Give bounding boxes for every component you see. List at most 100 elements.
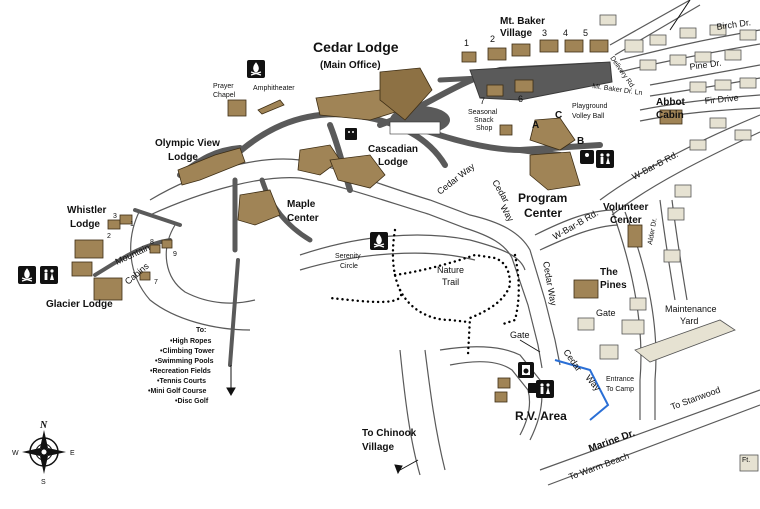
playground-l1: Playground <box>572 103 608 110</box>
to-item-5: •Tennis Courts <box>157 378 206 385</box>
cabin-num-7: 7 <box>154 279 158 286</box>
rv-area-label: R.V. Area <box>515 409 567 423</box>
mt-baker-num-4: 4 <box>563 28 568 38</box>
maple-l2: Center <box>287 213 319 224</box>
whistler-num-3: 3 <box>113 213 117 220</box>
restroom-icon <box>596 150 614 168</box>
campfire-icon <box>370 232 388 250</box>
abbot-l1: Abbot <box>656 97 686 108</box>
whistler-l2: Lodge <box>70 219 100 230</box>
program-l1: Program <box>518 191 567 205</box>
road-network <box>130 0 760 486</box>
fir-drive-label: Fir Drive <box>704 92 739 105</box>
snack-l1: Seasonal <box>468 109 498 116</box>
snack-l2: Snack <box>474 117 494 124</box>
serenity-l1: Serenity <box>335 253 361 260</box>
cedar-way-label-2b: Way <box>498 203 516 224</box>
abbot-l2: Cabin <box>656 110 684 121</box>
program-l2: Center <box>524 206 562 220</box>
program-letter-b: B <box>577 136 584 147</box>
maintenance-l1: Maintenance <box>665 304 717 314</box>
to-item-4: •Recreation Fields <box>150 368 211 375</box>
gate-label-1: Gate <box>510 330 530 340</box>
whistler-num-2: 2 <box>107 233 111 240</box>
to-item-6: •Mini Golf Course <box>148 388 207 395</box>
whistler-num-1: 1 <box>130 221 134 228</box>
serenity-l2: Circle <box>340 263 358 270</box>
restroom-icon <box>536 380 554 398</box>
cabin-num-8: 8 <box>150 239 154 246</box>
gate-label-2: Gate <box>596 308 616 318</box>
to-warm-beach: To Warm Beach <box>567 451 630 482</box>
laundry-icon <box>518 362 534 378</box>
direction-arrows <box>226 0 691 475</box>
to-stanwood: To Stanwood <box>669 385 721 412</box>
to-chinook-l1: To Chinook <box>362 428 417 439</box>
cedar-way-label-3: Cedar Way <box>541 261 559 307</box>
pines-l2: Pines <box>600 280 627 291</box>
mt-baker-num-6: 6 <box>518 94 523 104</box>
restroom-icon <box>40 266 58 284</box>
nature-trail-path <box>328 228 520 357</box>
campfire-icon <box>18 266 36 284</box>
pine-dr-label: Pine Dr. <box>689 58 722 72</box>
nature-l1: Nature <box>437 265 464 275</box>
campfire-icon <box>247 60 265 78</box>
program-letter-c: C <box>555 110 562 121</box>
mt-baker-num-3: 3 <box>542 28 547 38</box>
to-item-3: •Swimming Pools <box>155 358 214 365</box>
nature-l2: Trail <box>442 277 459 287</box>
mt-baker-num-2: 2 <box>490 34 495 44</box>
maintenance-l2: Yard <box>680 316 698 326</box>
snack-l3: Shop <box>476 125 492 132</box>
whistler-l1: Whistler <box>67 205 107 216</box>
volunteer-l1: Volunteer <box>603 202 648 213</box>
prayer-chapel-l2: Chapel <box>213 92 236 99</box>
cascadian-l2: Lodge <box>378 157 408 168</box>
cedar-lodge-subtitle: (Main Office) <box>320 60 381 71</box>
to-chinook-l2: Village <box>362 442 394 453</box>
glacier-lodge: Glacier Lodge <box>46 299 113 310</box>
mt-baker-village-l1: Mt. Baker <box>500 16 545 27</box>
buildings <box>71 14 759 472</box>
entrance-l2: To Camp <box>606 386 634 393</box>
cedar-lodge-title: Cedar Lodge <box>313 39 399 55</box>
maple-l1: Maple <box>287 199 316 210</box>
pines-l1: The <box>600 267 618 278</box>
cabin-num-9: 9 <box>173 251 177 258</box>
program-letter-a: A <box>532 120 539 131</box>
amphitheater-label: Amphitheater <box>253 85 295 92</box>
to-header: To: <box>196 327 206 334</box>
restroom-icon <box>345 128 357 140</box>
to-item-1: •High Ropes <box>170 338 211 345</box>
compass-south: S <box>41 479 46 486</box>
restroom-icon <box>580 150 594 164</box>
mt-baker-num-5: 5 <box>583 28 588 38</box>
volunteer-l2: Center <box>610 215 642 226</box>
compass-west: W <box>12 450 19 457</box>
cedar-way-label-1: Cedar Way <box>435 161 477 197</box>
mt-baker-num-1: 1 <box>464 38 469 48</box>
birch-dr-label: Birch Dr. <box>716 17 752 32</box>
mt-baker-num-7: 7 <box>480 96 485 106</box>
entrance-l1: Entrance <box>606 376 634 383</box>
compass-rose <box>22 430 66 474</box>
cedar-way-label-4: Cedar <box>561 347 583 373</box>
prayer-chapel-l1: Prayer <box>213 83 234 90</box>
olympic-view-l1: Olympic View <box>155 138 220 149</box>
compass-east: E <box>70 450 75 457</box>
playground-l2: Volley Ball <box>572 113 605 120</box>
marine-dr-label: Marine Dr. <box>587 428 636 455</box>
to-item-7: •Disc Golf <box>175 398 209 405</box>
olympic-view-l2: Lodge <box>168 152 198 163</box>
cascadian-l1: Cascadian <box>368 144 418 155</box>
alder-dr-label: Alder Dr. <box>647 217 659 245</box>
campfire-icon <box>528 383 538 393</box>
to-item-2: •Climbing Tower <box>160 348 215 355</box>
ft-label: Ft. <box>742 457 750 464</box>
w-bar-b-label-1: W-Bar-B Rd. <box>630 149 680 182</box>
cedar-way-label-2a: Cedar <box>490 178 511 204</box>
mt-baker-village-l2: Village <box>500 28 532 39</box>
compass-north: N <box>39 420 48 431</box>
